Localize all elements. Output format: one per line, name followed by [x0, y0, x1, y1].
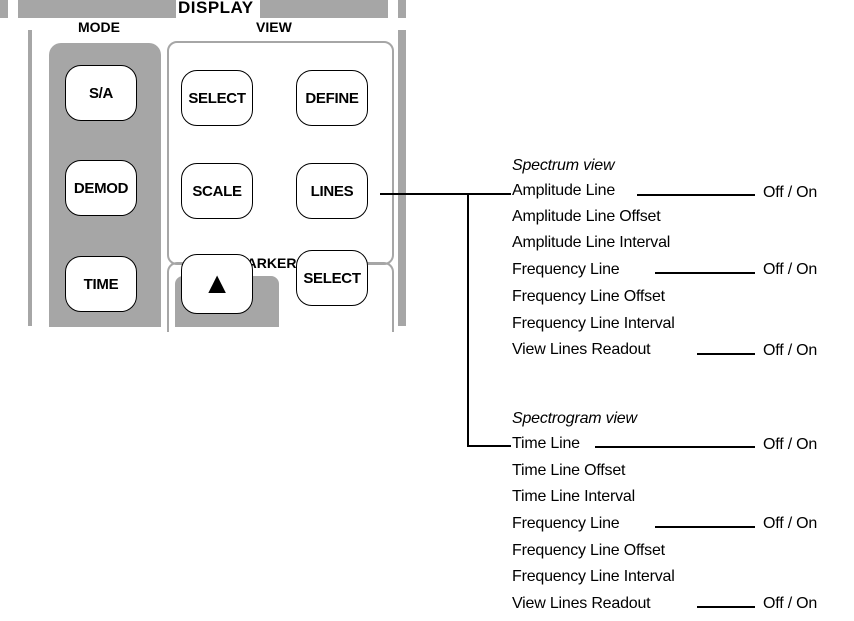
time-button[interactable]: TIME: [65, 256, 137, 312]
spectrum-item: Amplitude Line: [512, 182, 616, 199]
marker-up-button[interactable]: ▲: [181, 254, 253, 314]
panel-top-bar-right-stub: [398, 0, 406, 18]
view-select-button[interactable]: SELECT: [181, 70, 253, 126]
connector-from-lines-button: [380, 193, 499, 195]
triangle-up-icon: ▲: [202, 267, 232, 300]
panel-top-bar-left: [18, 0, 176, 18]
marker-select-button[interactable]: SELECT: [296, 250, 368, 306]
connector-spectrum-branch: [499, 193, 511, 195]
toggle-leader-line: [655, 272, 755, 274]
spectrum-item: Frequency Line Offset: [512, 288, 665, 305]
connector-spectrogram-branch: [467, 445, 511, 447]
scale-button[interactable]: SCALE: [181, 163, 253, 219]
toggle-label: Off / On: [763, 595, 818, 612]
toggle-label: Off / On: [763, 342, 818, 359]
panel-top-bar-right: [260, 0, 388, 18]
spectrum-item: View Lines Readout: [512, 341, 651, 358]
spectrum-item: Amplitude Line Interval: [512, 234, 671, 251]
toggle-label: Off / On: [763, 436, 818, 453]
toggle-leader-line: [637, 194, 755, 196]
connector-vertical-trunk: [467, 193, 469, 446]
define-button[interactable]: DEFINE: [296, 70, 368, 126]
lines-button[interactable]: LINES: [296, 163, 368, 219]
panel-title: DISPLAY: [178, 0, 254, 17]
panel-top-bar-left-stub: [0, 0, 8, 18]
spectrogram-view-heading: Spectrogram view: [512, 410, 637, 427]
spectrogram-item: Frequency Line Offset: [512, 542, 665, 559]
toggle-leader-line: [655, 526, 755, 528]
toggle-label: Off / On: [763, 184, 818, 201]
spectrum-item: Amplitude Line Offset: [512, 208, 661, 225]
toggle-leader-line: [595, 446, 755, 448]
view-label: VIEW: [256, 19, 292, 35]
mode-label: MODE: [78, 19, 120, 35]
spectrogram-item: Time Line Interval: [512, 488, 635, 505]
toggle-label: Off / On: [763, 261, 818, 278]
spectrogram-item: Frequency Line Interval: [512, 568, 675, 585]
spectrum-item: Frequency Line Interval: [512, 315, 675, 332]
spectrum-item: Frequency Line: [512, 261, 620, 278]
spectrogram-item: View Lines Readout: [512, 595, 651, 612]
panel-right-rail: [398, 30, 406, 326]
panel-left-rail: [28, 30, 32, 326]
sa-button[interactable]: S/A: [65, 65, 137, 121]
toggle-leader-line: [697, 606, 755, 608]
spectrogram-item: Time Line: [512, 435, 580, 452]
toggle-leader-line: [697, 353, 755, 355]
spectrogram-item: Time Line Offset: [512, 462, 626, 479]
spectrum-view-heading: Spectrum view: [512, 157, 615, 174]
toggle-label: Off / On: [763, 515, 818, 532]
spectrogram-item: Frequency Line: [512, 515, 620, 532]
demod-button[interactable]: DEMOD: [65, 160, 137, 216]
